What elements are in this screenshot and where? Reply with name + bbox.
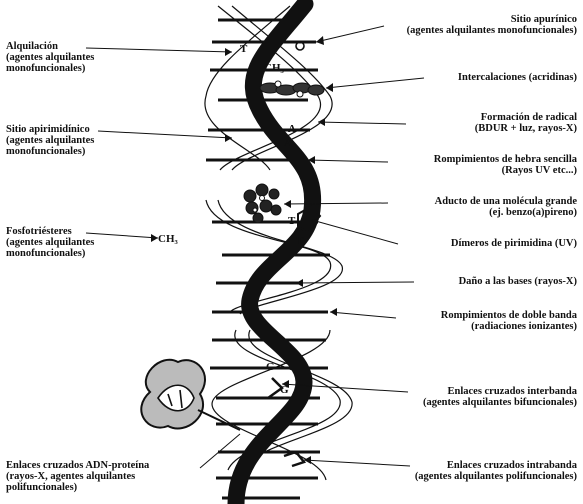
label-fosfotriesteres-line2: (agentes alquilantes [6,237,94,248]
label-enlaces-adn-proteina: Enlaces cruzados ADN-proteína (rayos-X, … [6,460,149,493]
label-intrabanda-title: Enlaces cruzados intrabanda [415,460,577,471]
label-aducto-title: Aducto de una molécula grande [435,196,577,207]
label-alquilacion-line2: (agentes alquilantes [6,52,94,63]
mark-ch3-top: CH₃ [264,62,285,74]
label-formacion-radical: Formación de radical (BDUR + luz, rayos-… [475,112,577,134]
label-rompimientos-hebra-sencilla: Rompimientos de hebra sencilla (Rayos UV… [434,154,577,176]
label-formacion-radical-title: Formación de radical [475,112,577,123]
label-rompimientos-hebra-sencilla-title: Rompimientos de hebra sencilla [434,154,577,165]
label-interbanda: Enlaces cruzados interbanda (agentes alq… [423,386,577,408]
label-intercalaciones: Intercalaciones (acridinas) [458,72,577,83]
label-fosfotriesteres: Fosfotriésteres (agentes alquilantes mon… [6,226,94,259]
label-fosfotriesteres-line3: monofuncionales) [6,248,94,259]
label-rompimientos-hebra-sencilla-line2: (Rayos UV etc...) [434,165,577,176]
label-formacion-radical-line2: (BDUR + luz, rayos-X) [475,123,577,134]
label-sitio-apurinico-title: Sitio apurínico [407,14,577,25]
mark-t-dimer-upper: T [288,215,296,227]
label-enlaces-adn-proteina-line3: polifuncionales) [6,482,149,493]
label-fosfotriesteres-title: Fosfotriésteres [6,226,94,237]
label-interbanda-title: Enlaces cruzados interbanda [423,386,577,397]
label-sitio-apurinico-line2: (agentes alquilantes monofuncionales) [407,25,577,36]
label-intrabanda-line2: (agentes alquilantes polifuncionales) [415,471,577,482]
helix-backbone-outlines [205,6,352,480]
protein-crosslink [141,360,240,430]
label-dano-bases-title: Daño a las bases (rayos-X) [459,276,577,287]
label-rompimientos-doble-banda: Rompimientos de doble banda (radiaciones… [441,310,577,332]
intercalated-molecule [260,81,324,97]
label-dimeros: Dímeros de pirimidina (UV) [451,238,577,249]
mark-ch3-mid: CH₃ [158,233,179,245]
label-sitio-apirimidinico-line3: monofuncionales) [6,146,94,157]
label-alquilacion-title: Alquilación [6,41,94,52]
label-dimeros-title: Dímeros de pirimidina (UV) [451,238,577,249]
label-rompimientos-doble-banda-title: Rompimientos de doble banda [441,310,577,321]
label-enlaces-adn-proteina-title: Enlaces cruzados ADN-proteína [6,460,149,471]
label-alquilacion-line3: monofuncionales) [6,63,94,74]
label-aducto: Aducto de una molécula grande (ej. benzo… [435,196,577,218]
label-interbanda-line2: (agentes alquilantes bifuncionales) [423,397,577,408]
label-sitio-apirimidinico-line2: (agentes alquilantes [6,135,94,146]
label-aducto-line2: (ej. benzo(a)pireno) [435,207,577,218]
mark-g-lower: G [280,384,289,396]
label-sitio-apurinico: Sitio apurínico (agentes alquilantes mon… [407,14,577,36]
mark-a-upper: A [288,123,296,135]
mark-t-top: T [240,43,248,55]
mark-t-dimer-lower: T [296,235,304,247]
label-sitio-apirimidinico-title: Sitio apirimidínico [6,124,94,135]
label-alquilacion: Alquilación (agentes alquilantes monofun… [6,41,94,74]
mark-a-lower: A [284,137,292,149]
label-dano-bases: Daño a las bases (rayos-X) [459,276,577,287]
label-rompimientos-doble-banda-line2: (radiaciones ionizantes) [441,321,577,332]
label-enlaces-adn-proteina-line2: (rayos-X, agentes alquilantes [6,471,149,482]
label-sitio-apirimidinico: Sitio apirimidínico (agentes alquilantes… [6,124,94,157]
bulky-adduct-molecule [244,184,281,223]
label-intercalaciones-title: Intercalaciones (acridinas) [458,72,577,83]
label-intrabanda: Enlaces cruzados intrabanda (agentes alq… [415,460,577,482]
mark-g-upper: G [266,361,275,373]
